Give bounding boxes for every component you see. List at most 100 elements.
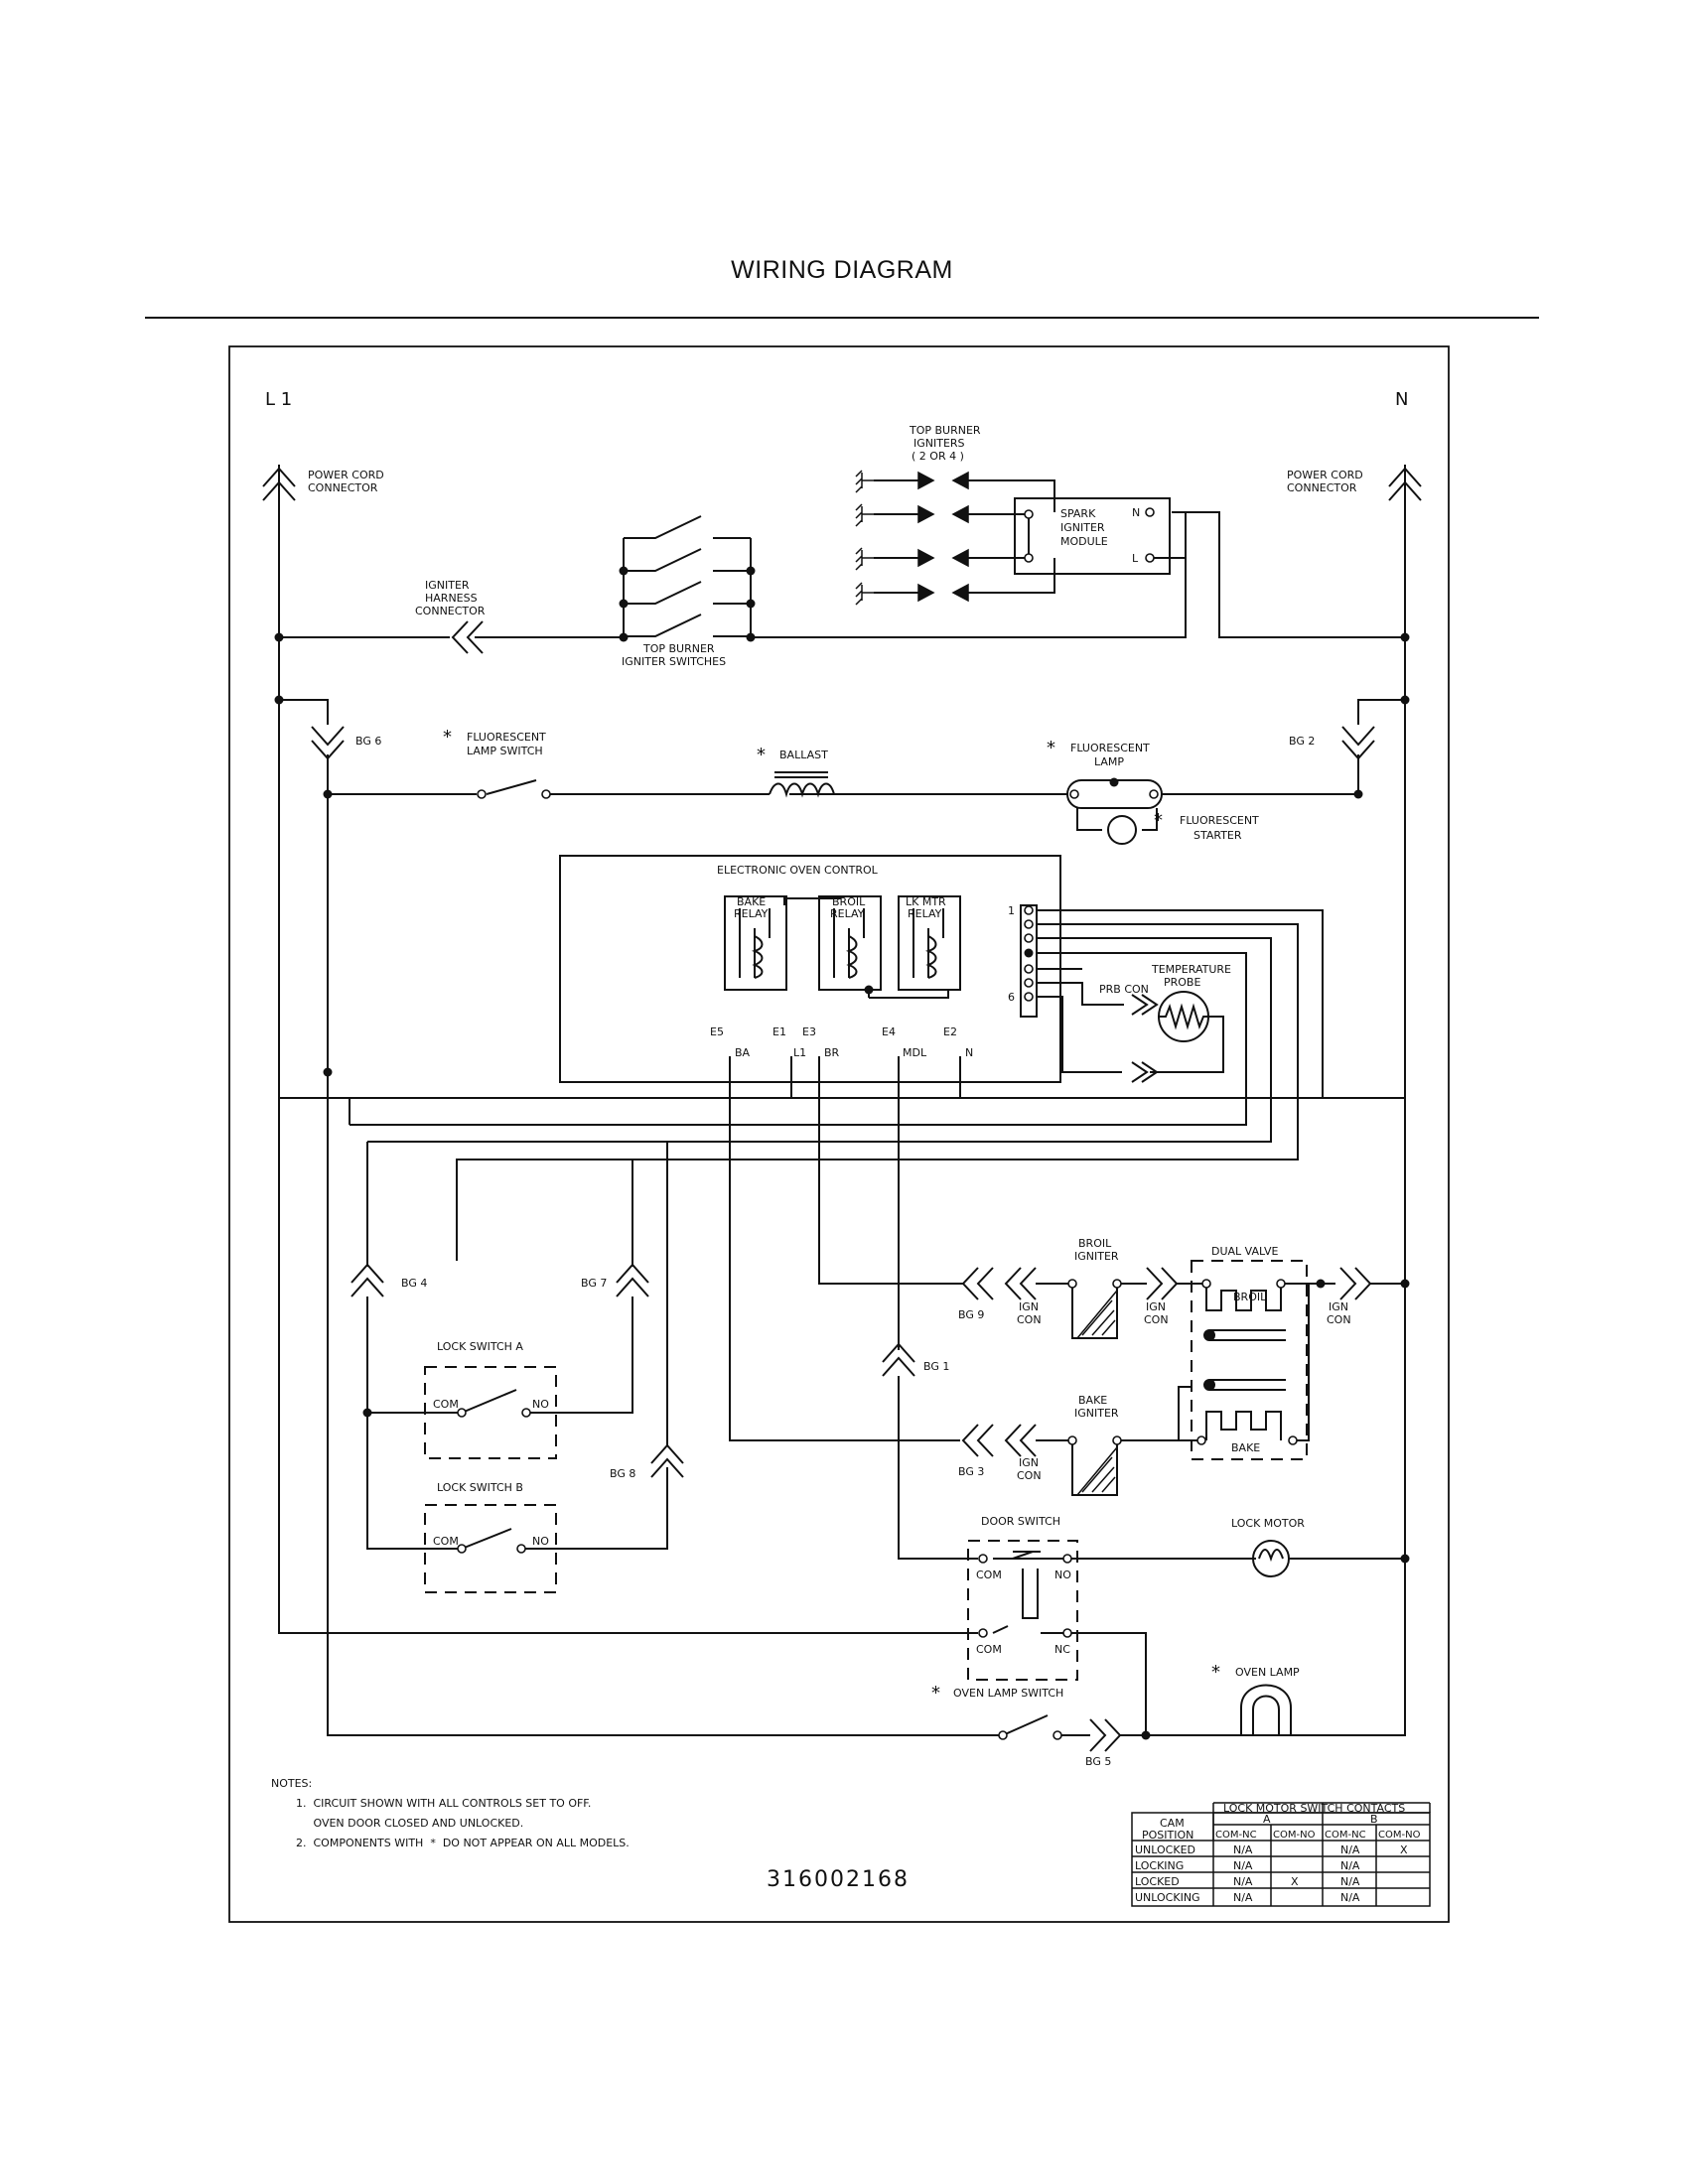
igniter-arrows bbox=[917, 471, 1118, 1496]
fl-lamp-star: * bbox=[1047, 738, 1055, 758]
cam-row-pos: LOCKED bbox=[1135, 1875, 1180, 1888]
fl-starter-star: * bbox=[1154, 810, 1163, 831]
bake-igniter-label: BAKE bbox=[1078, 1394, 1107, 1407]
e4-label: E4 bbox=[882, 1025, 896, 1038]
dual-valve-label: DUAL VALVE bbox=[1211, 1245, 1278, 1258]
cam-row-pos: UNLOCKING bbox=[1135, 1891, 1200, 1904]
broil-igniter-label-2: IGNITER bbox=[1074, 1250, 1119, 1263]
power-cord-connector-left-label-2: CONNECTOR bbox=[308, 481, 378, 494]
door-nc-label: NC bbox=[1054, 1643, 1070, 1656]
lock-a-no-label: NO bbox=[532, 1398, 549, 1411]
spark-n-terminal-label: N bbox=[1132, 506, 1140, 519]
labels: L 1 N POWER CORD CONNECTOR POWER CORD CO… bbox=[265, 389, 1408, 1892]
temperature-probe-label-2: PROBE bbox=[1164, 976, 1200, 989]
cam-subcol: COM-NO bbox=[1273, 1830, 1316, 1841]
cam-subcol: COM-NC bbox=[1325, 1830, 1366, 1841]
ign-con-bake-label-2: CON bbox=[1017, 1469, 1042, 1482]
wires bbox=[145, 317, 1539, 1923]
electronic-oven-control-label: ELECTRONIC OVEN CONTROL bbox=[717, 864, 879, 877]
cam-table-title: LOCK MOTOR SWITCH CONTACTS bbox=[1223, 1802, 1405, 1815]
lock-motor-switch-table: LOCK MOTOR SWITCH CONTACTS CAM POSITION … bbox=[1131, 1802, 1431, 1907]
ign-con-right-label-2: CON bbox=[1327, 1313, 1351, 1326]
bake-relay-label-2: RELAY bbox=[734, 907, 769, 920]
power-cord-connector-left-label: POWER CORD bbox=[308, 469, 384, 481]
oven-lamp-label: OVEN LAMP bbox=[1235, 1666, 1300, 1679]
oven-lamp-switch-label: OVEN LAMP SWITCH bbox=[953, 1687, 1063, 1700]
top-burner-switches-label-2: IGNITER SWITCHES bbox=[622, 655, 726, 668]
connector-pin6-label: 6 bbox=[1008, 991, 1015, 1004]
rail-l1-label: L 1 bbox=[265, 389, 292, 410]
ba-label: BA bbox=[735, 1046, 751, 1059]
ign-con-valve-label-2: CON bbox=[1144, 1313, 1169, 1326]
lk-mtr-relay-label-2: RELAY bbox=[908, 907, 942, 920]
part-number: 316002168 bbox=[767, 1867, 910, 1892]
lock-a-com-label: COM bbox=[433, 1398, 459, 1411]
bg9-label: BG 9 bbox=[958, 1308, 984, 1321]
fluorescent-lamp-label: FLUORESCENT bbox=[1070, 742, 1150, 754]
cam-row-pos: LOCKING bbox=[1135, 1859, 1184, 1872]
ign-con-right-label: IGN bbox=[1329, 1300, 1348, 1313]
n-terminal-label: N bbox=[965, 1046, 973, 1059]
cam-table-head: CAM bbox=[1160, 1817, 1185, 1830]
igniter-harness-label-2: HARNESS bbox=[425, 592, 478, 605]
e2-label: E2 bbox=[943, 1025, 957, 1038]
bg4-label: BG 4 bbox=[401, 1277, 427, 1290]
connector-pin1-label: 1 bbox=[1008, 904, 1015, 917]
broil-relay-label: BROIL bbox=[832, 895, 866, 908]
note-line-3: 2. COMPONENTS WITH * DO NOT APPEAR ON AL… bbox=[296, 1837, 630, 1849]
door-no-label: NO bbox=[1054, 1569, 1071, 1581]
spark-module-label-3: MODULE bbox=[1060, 535, 1108, 548]
bg8-label: BG 8 bbox=[610, 1467, 635, 1480]
ballast-label: BALLAST bbox=[779, 749, 828, 761]
bg1-label: BG 1 bbox=[923, 1360, 949, 1373]
cam-cell: N/A bbox=[1340, 1843, 1360, 1856]
top-burner-switches-label: TOP BURNER bbox=[642, 642, 715, 655]
fluorescent-lamp-switch-label: FLUORESCENT bbox=[467, 731, 546, 744]
fluorescent-starter-label-2: STARTER bbox=[1193, 829, 1242, 842]
fl-switch-star: * bbox=[443, 727, 452, 748]
fluorescent-starter-label: FLUORESCENT bbox=[1180, 814, 1259, 827]
ign-con-valve-label: IGN bbox=[1146, 1300, 1166, 1313]
ballast-star: * bbox=[757, 745, 766, 765]
dual-valve-bake-label: BAKE bbox=[1231, 1441, 1260, 1454]
note-line-1: 1. CIRCUIT SHOWN WITH ALL CONTROLS SET T… bbox=[296, 1797, 591, 1810]
dual-valve-broil-label: BROIL bbox=[1233, 1291, 1267, 1303]
door-switch-label: DOOR SWITCH bbox=[981, 1515, 1060, 1528]
cam-table-head-2: POSITION bbox=[1142, 1829, 1193, 1842]
br-label: BR bbox=[824, 1046, 840, 1059]
prb-con-label: PRB CON bbox=[1099, 983, 1149, 996]
bg3-label: BG 3 bbox=[958, 1465, 984, 1478]
rail-n-label: N bbox=[1395, 389, 1408, 410]
lk-mtr-relay-label: LK MTR bbox=[906, 895, 946, 908]
ign-con-bake-label: IGN bbox=[1019, 1456, 1039, 1469]
oven-lamp-switch-star: * bbox=[931, 1683, 940, 1704]
e1-label: E1 bbox=[772, 1025, 786, 1038]
cam-cell: N/A bbox=[1233, 1891, 1253, 1904]
cam-cell: N/A bbox=[1233, 1875, 1253, 1888]
note-line-2: OVEN DOOR CLOSED AND UNLOCKED. bbox=[296, 1817, 523, 1830]
cam-cell: N/A bbox=[1340, 1891, 1360, 1904]
top-burner-igniters-label-2: IGNITERS bbox=[913, 437, 965, 450]
broil-igniter-label: BROIL bbox=[1078, 1237, 1112, 1250]
bg2-label: BG 2 bbox=[1289, 735, 1315, 748]
lock-motor-label: LOCK MOTOR bbox=[1231, 1517, 1305, 1530]
igniter-harness-label-3: CONNECTOR bbox=[415, 605, 486, 617]
cam-group-a: A bbox=[1263, 1813, 1271, 1826]
igniter-harness-label: IGNITER bbox=[425, 579, 470, 592]
cam-row-pos: UNLOCKED bbox=[1135, 1843, 1195, 1856]
bg5-label: BG 5 bbox=[1085, 1755, 1111, 1768]
e3-label: E3 bbox=[802, 1025, 816, 1038]
bg6-label: BG 6 bbox=[355, 735, 381, 748]
lock-switch-b-label: LOCK SWITCH B bbox=[437, 1481, 523, 1494]
cam-group-b: B bbox=[1370, 1813, 1378, 1826]
spark-l-terminal-label: L bbox=[1132, 552, 1139, 565]
cam-cell: N/A bbox=[1340, 1875, 1360, 1888]
e5-label: E5 bbox=[710, 1025, 724, 1038]
cam-cell: X bbox=[1291, 1875, 1299, 1888]
spark-module-label-2: IGNITER bbox=[1060, 521, 1105, 534]
igniter-grounds bbox=[855, 470, 1116, 1493]
cam-cell: X bbox=[1400, 1843, 1408, 1856]
bake-igniter-label-2: IGNITER bbox=[1074, 1407, 1119, 1420]
oven-lamp-star: * bbox=[1211, 1662, 1220, 1683]
